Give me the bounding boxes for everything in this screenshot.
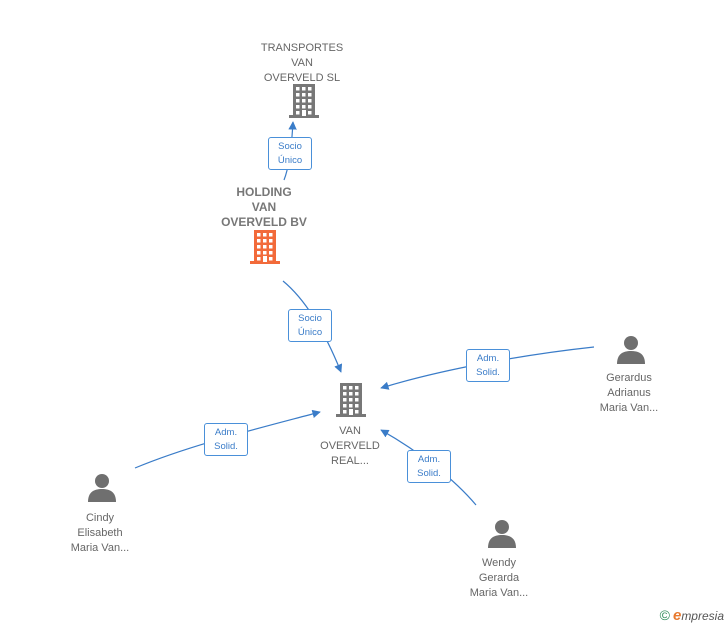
person-icon-gerardus[interactable] (616, 335, 646, 365)
node-label-line: HOLDING (236, 185, 292, 199)
edge-label-text: Único (277, 155, 303, 166)
edge-label-text: Socio (298, 313, 322, 324)
node-label-line: Maria Van... (599, 402, 659, 414)
node-label-vanoverveld[interactable]: VAN OVERVELD REAL... (305, 424, 395, 469)
node-label-line: VAN (339, 425, 361, 437)
node-label-line: Maria Van... (70, 542, 130, 554)
company-icon-transportes[interactable] (288, 83, 320, 119)
node-label-line: Cindy (85, 512, 115, 524)
company-icon-holding[interactable] (249, 229, 281, 265)
copyright-symbol: © (659, 607, 670, 623)
node-label-line: Adrianus (607, 387, 651, 399)
edge-label-text: Adm. (476, 353, 500, 364)
edge-label-gerardus-vanoverveld[interactable]: Adm. Solid. (466, 349, 510, 382)
node-label-transportes[interactable]: TRANSPORTES VAN OVERVELD SL (247, 41, 357, 86)
node-label-line: OVERVELD BV (221, 215, 307, 229)
edge-label-text: Solid. (417, 468, 441, 479)
node-label-line: Gerarda (478, 572, 520, 584)
node-label-line: VAN (251, 200, 277, 214)
edge-label-text: Adm. (214, 427, 238, 438)
node-label-line: Elisabeth (77, 527, 123, 539)
node-label-line: TRANSPORTES (260, 42, 344, 54)
edge-label-wendy-vanoverveld[interactable]: Adm. Solid. (407, 450, 451, 483)
edge-label-text: Socio (278, 141, 302, 152)
brand-footer: ©empresia (660, 607, 724, 624)
edge-label-text: Solid. (214, 441, 238, 452)
node-label-line: Maria Van... (469, 587, 529, 599)
node-label-line: OVERVELD (320, 440, 380, 452)
node-label-line: Gerardus (606, 372, 652, 384)
node-label-line: Wendy (481, 557, 517, 569)
company-icon-vanoverveld[interactable] (335, 382, 367, 418)
brand-logo-text: mpresia (681, 609, 724, 623)
edge-label-cindy-vanoverveld[interactable]: Adm. Solid. (204, 423, 248, 456)
edge-label-text: Adm. (417, 454, 441, 465)
node-label-line: REAL... (331, 455, 369, 467)
person-icon-cindy[interactable] (87, 473, 117, 503)
edge-label-text: Único (297, 327, 323, 338)
brand-logo-initial: e (672, 607, 682, 624)
node-label-line: OVERVELD SL (263, 72, 341, 84)
node-label-line: VAN (291, 57, 313, 69)
edge-label-text: Solid. (476, 367, 500, 378)
person-icon-wendy[interactable] (487, 519, 517, 549)
